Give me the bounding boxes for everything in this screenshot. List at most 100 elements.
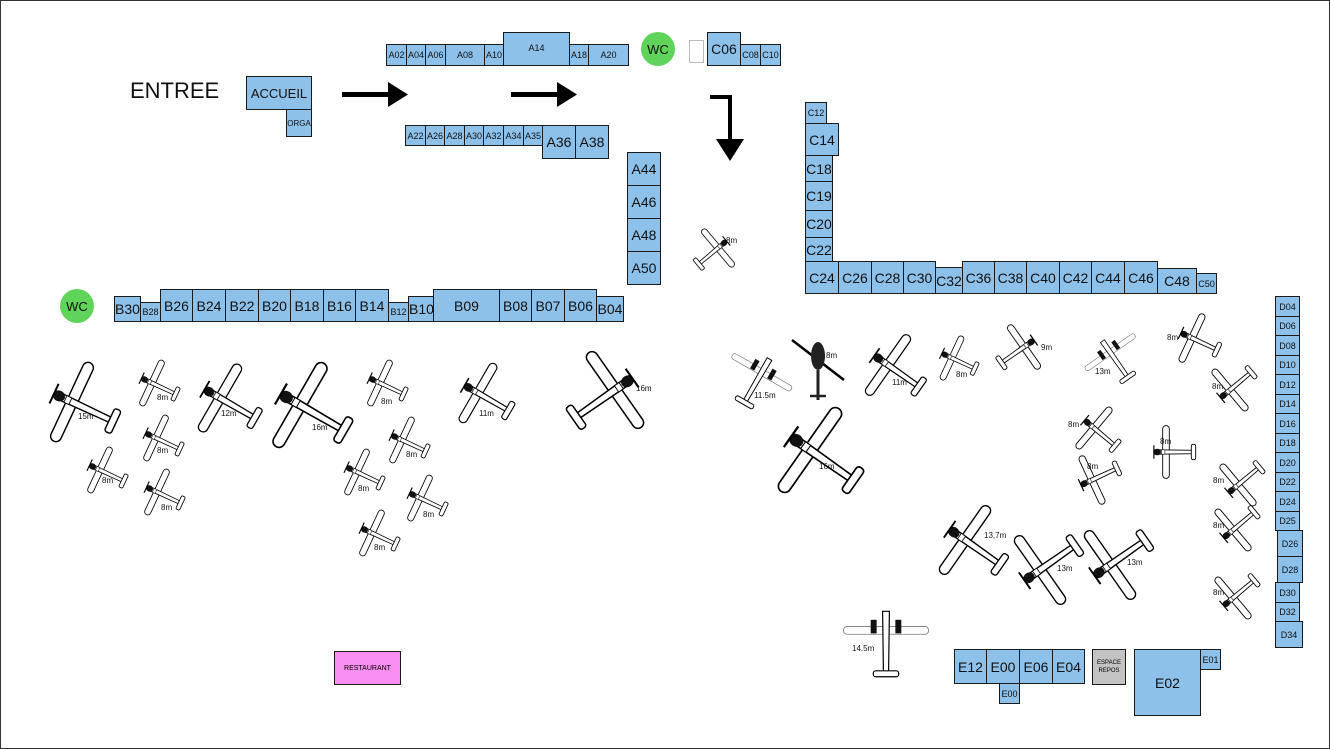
rest-area-label-1: ESPACE	[1097, 660, 1121, 666]
booth-b09[interactable]: B09	[433, 289, 500, 322]
booth-c22[interactable]: C22	[805, 237, 833, 262]
booth-b22[interactable]: B22	[225, 289, 259, 322]
booth-c38[interactable]: C38	[994, 261, 1027, 294]
airplane-icon	[1068, 442, 1131, 510]
booth-c19[interactable]: C19	[805, 181, 833, 211]
size-label: 8m	[1213, 588, 1225, 597]
booth-b08[interactable]: B08	[499, 289, 532, 322]
size-label: 8m	[1167, 333, 1179, 342]
booth-c36[interactable]: C36	[962, 261, 995, 294]
booth-b04[interactable]: B04	[596, 296, 624, 322]
booth-c48[interactable]: C48	[1157, 268, 1197, 294]
size-label: 11m	[479, 409, 494, 418]
booth-c18[interactable]: C18	[805, 155, 833, 182]
airplane-icon	[1069, 504, 1172, 611]
arrow-down-icon	[710, 95, 744, 161]
wc-left: WC	[60, 289, 94, 323]
size-label: 13m	[1127, 558, 1143, 567]
airplane-icon	[924, 494, 1027, 601]
airplane-icon	[135, 463, 194, 528]
airplane-icon	[446, 355, 529, 442]
size-label: 16m	[312, 423, 328, 432]
booth-b26[interactable]: B26	[160, 289, 193, 322]
booth-a20[interactable]: A20	[588, 44, 629, 66]
booth-a50[interactable]: A50	[627, 251, 661, 285]
restaurant[interactable]: RESTAURANT	[334, 651, 401, 685]
size-label: 12m	[221, 409, 237, 418]
size-label: 8m	[102, 476, 114, 485]
booth-c14[interactable]: C14	[805, 123, 839, 156]
arrow-right-icon	[342, 82, 408, 107]
airplane-icon	[713, 341, 800, 422]
size-label: 8m	[1213, 476, 1225, 485]
booth-e04[interactable]: E04	[1052, 649, 1085, 684]
size-label: 11.5m	[754, 391, 776, 400]
airplane-icon	[134, 409, 193, 474]
booth-a36[interactable]: A36	[542, 125, 576, 159]
rest-area[interactable]: ESPACE REPOS	[1092, 649, 1126, 685]
booth-a10[interactable]: A10	[484, 44, 504, 66]
rest-area-label-2: REPOS	[1098, 668, 1120, 674]
booth-d26[interactable]: D26	[1277, 530, 1303, 557]
airplane-icon	[1152, 424, 1197, 480]
booth-b06[interactable]: B06	[564, 289, 597, 322]
airplane-icon	[930, 330, 988, 392]
airplane-icon	[398, 469, 457, 534]
booth-b18[interactable]: B18	[290, 289, 324, 322]
size-label: 8m	[956, 370, 968, 379]
airplane-icon	[254, 350, 372, 475]
booth-b20[interactable]: B20	[258, 289, 291, 322]
booth-a44[interactable]: A44	[627, 152, 661, 186]
size-label: 16m	[819, 462, 835, 471]
booth-d06[interactable]: D06	[1275, 316, 1300, 336]
booth-b10[interactable]: B10	[408, 296, 435, 322]
booth-c28[interactable]: C28	[871, 261, 904, 294]
booth-a18[interactable]: A18	[569, 44, 589, 66]
booth-a14[interactable]: A14	[503, 32, 570, 66]
entrance-label: ENTREE	[130, 78, 220, 103]
size-label: 8m	[381, 397, 393, 406]
size-label: 8m	[358, 484, 370, 493]
size-label: 8m	[1212, 382, 1224, 391]
booth-e00-small[interactable]: E00	[999, 683, 1020, 704]
size-label: 8m	[1087, 462, 1099, 471]
booth-b14[interactable]: B14	[355, 289, 389, 322]
booth-c40[interactable]: C40	[1026, 261, 1060, 294]
booth-c30[interactable]: C30	[903, 261, 936, 294]
airplane-icon	[999, 509, 1102, 616]
airplane-icon	[1168, 308, 1231, 376]
airplane-icon	[760, 393, 887, 525]
airplane-icon	[852, 324, 943, 419]
size-label: 8m	[374, 543, 386, 552]
booth-c42[interactable]: C42	[1059, 261, 1092, 294]
size-label: 14.5m	[852, 644, 875, 653]
booth-d34[interactable]: D34	[1275, 621, 1303, 648]
booth-orga[interactable]: ORGA	[286, 109, 312, 137]
airplane-icon	[380, 411, 439, 476]
airplane-icon	[681, 221, 743, 285]
booth-c32[interactable]: C32	[935, 267, 963, 294]
booth-a06[interactable]: A06	[425, 44, 446, 66]
booth-e02[interactable]: E02	[1134, 649, 1201, 716]
size-label: 8m	[157, 446, 169, 455]
booth-c24[interactable]: C24	[805, 261, 839, 294]
size-label: 8m	[826, 351, 838, 360]
size-label: 8m	[423, 510, 435, 519]
booth-c10[interactable]: C10	[760, 44, 781, 66]
booth-c50[interactable]: C50	[1196, 273, 1217, 294]
booth-e01[interactable]: E01	[1200, 649, 1221, 670]
booth-d20[interactable]: D20	[1275, 452, 1300, 473]
booth-b16[interactable]: B16	[323, 289, 356, 322]
booth-c46[interactable]: C46	[1124, 261, 1158, 294]
size-label: 8m	[1068, 420, 1080, 429]
size-label: 8m	[1213, 521, 1225, 530]
size-label: 11m	[892, 378, 907, 387]
booth-accueil[interactable]: ACCUEIL	[246, 76, 312, 110]
booth-c20[interactable]: C20	[805, 210, 833, 238]
booth-a46[interactable]: A46	[627, 185, 661, 219]
size-label: 16m	[636, 384, 652, 393]
booth-a38[interactable]: A38	[575, 125, 609, 159]
booth-b28[interactable]: B28	[140, 302, 161, 322]
booth-b12[interactable]: B12	[388, 302, 409, 322]
booth-d14[interactable]: D14	[1275, 394, 1300, 414]
